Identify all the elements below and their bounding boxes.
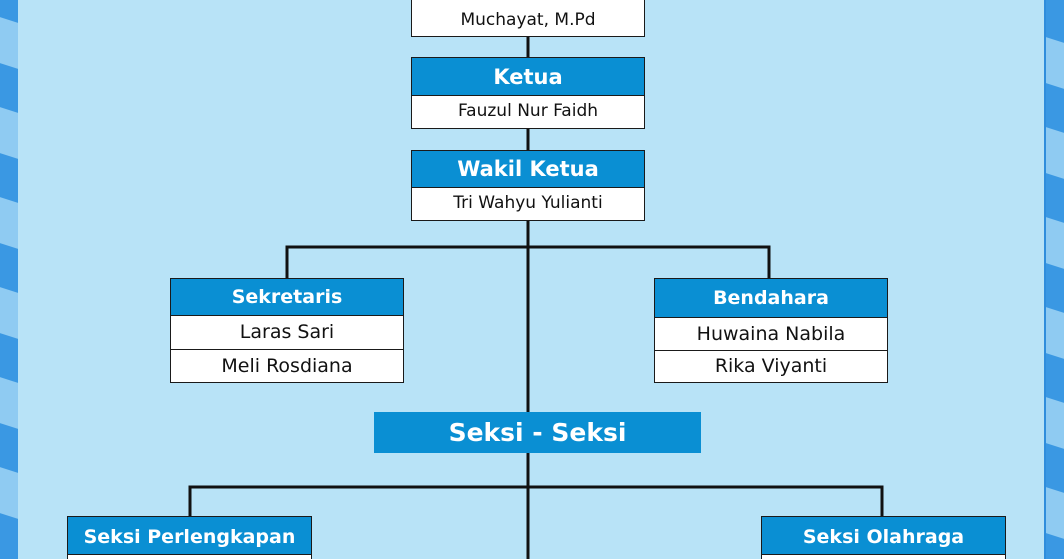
- top-box: Muchayat, M.Pd: [411, 0, 645, 37]
- bendahara-member: Huwaina Nabila: [696, 323, 846, 345]
- sekretaris-box: Sekretaris Laras Sari Meli Rosdiana: [170, 278, 404, 383]
- bendahara-title: Bendahara: [655, 279, 887, 318]
- wakil-ketua-name: Tri Wahyu Yulianti: [453, 193, 603, 213]
- connector-seksi-branches: [188, 485, 884, 517]
- bendahara-box: Bendahara Huwaina Nabila Rika Viyanti: [654, 278, 888, 383]
- top-box-name: Muchayat, M.Pd: [412, 0, 644, 35]
- ketua-box: Ketua Fauzul Nur Faidh: [411, 57, 645, 129]
- wakil-ketua-box: Wakil Ketua Tri Wahyu Yulianti: [411, 150, 645, 221]
- right-decorative-border: [1046, 0, 1064, 559]
- bendahara-member: Rika Viyanti: [655, 350, 887, 381]
- seksi-perlengkapan-box: Seksi Perlengkapan: [67, 516, 312, 559]
- sekretaris-title: Sekretaris: [171, 279, 403, 316]
- ketua-title: Ketua: [412, 58, 644, 96]
- wakil-ketua-title: Wakil Ketua: [412, 151, 644, 188]
- sekretaris-member: Meli Rosdiana: [171, 349, 403, 381]
- connector-sekretaris-bendahara: [285, 245, 771, 279]
- ketua-name: Fauzul Nur Faidh: [457, 101, 599, 121]
- seksi-olahraga-box: Seksi Olahraga: [761, 516, 1006, 559]
- seksi-banner: Seksi - Seksi: [374, 412, 701, 453]
- left-decorative-border: [0, 0, 18, 559]
- sekretaris-member: Laras Sari: [239, 321, 335, 343]
- seksi-olahraga-title: Seksi Olahraga: [762, 517, 1005, 555]
- seksi-perlengkapan-title: Seksi Perlengkapan: [68, 517, 311, 555]
